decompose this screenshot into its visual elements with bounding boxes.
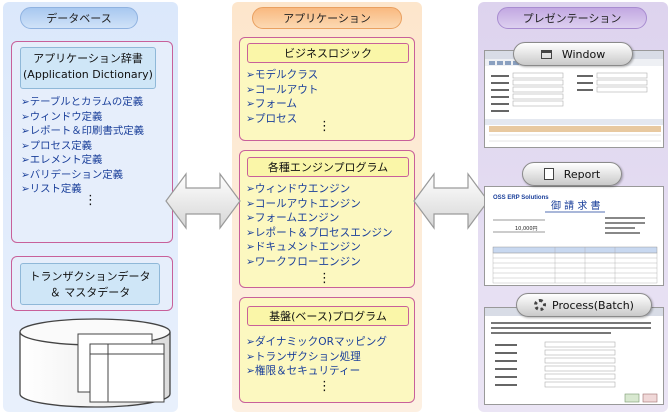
report-amount: 10,000円 <box>515 226 538 232</box>
transaction-data-title: トランザクションデータ ＆ マスタデータ <box>20 263 160 305</box>
app-presentation-double-arrow-icon <box>413 172 489 230</box>
list-item: ➢権限＆セキュリティー <box>246 365 361 378</box>
presentation-header: プレゼンテーション <box>497 7 647 29</box>
engines-title: 各種エンジンプログラム <box>247 157 409 177</box>
engines-more: ⋮ <box>318 271 331 286</box>
list-item: ➢ドキュメントエンジン <box>246 241 361 254</box>
list-item: ➢ウィンドウ定義 <box>21 110 103 123</box>
report-company: OSS ERP Solutions <box>493 195 549 201</box>
application-dictionary-title: アプリケーション辞書 (Application Dictionary) <box>20 47 156 89</box>
report-heading: 御 請 求 書 <box>551 199 601 212</box>
business-logic-list: ➢モデルクラス ➢コールアウト ➢フォーム ➢プロセス <box>246 68 318 126</box>
process-button[interactable]: Process(Batch) <box>516 293 652 317</box>
list-item: ➢モデルクラス <box>246 69 319 81</box>
base-program-title: 基盤(ベース)プログラム <box>247 306 409 326</box>
list-item: ➢プロセス定義 <box>21 139 93 152</box>
process-screenshot <box>484 307 664 405</box>
list-item: ➢エレメント定義 <box>21 154 103 166</box>
list-item: ➢コールアウト <box>246 83 319 96</box>
db-app-double-arrow-icon <box>165 172 241 230</box>
report-button[interactable]: Report <box>522 162 622 186</box>
business-logic-title: ビジネスロジック <box>247 43 409 63</box>
list-item: ➢ワークフローエンジン <box>246 255 361 268</box>
business-logic-more: ⋮ <box>318 119 331 134</box>
database-cylinder-icon <box>19 318 171 408</box>
dictionary-more: ⋮ <box>84 193 97 208</box>
dictionary-title-en: (Application Dictionary) <box>23 68 153 81</box>
transaction-title-line2: ＆ マスタデータ <box>49 286 131 299</box>
base-program-list: ➢ダイナミックORマッピング ➢トランザクション処理 ➢権限＆セキュリティー <box>246 335 387 379</box>
list-item: ➢ダイナミックORマッピング <box>246 336 387 348</box>
list-item: ➢バリデーション定義 <box>21 168 124 181</box>
report-icon <box>543 168 554 180</box>
list-item: ➢リスト定義 <box>21 183 82 195</box>
list-item: ➢プロセス <box>246 112 298 125</box>
list-item: ➢テーブルとカラムの定義 <box>21 96 144 108</box>
list-item: ➢コールアウトエンジン <box>246 197 361 210</box>
base-program-more: ⋮ <box>318 379 331 394</box>
dictionary-title-ja: アプリケーション辞書 <box>33 52 143 65</box>
transaction-title-line1: トランザクションデータ <box>29 270 151 283</box>
engines-list: ➢ウィンドウエンジン ➢コールアウトエンジン ➢フォームエンジン ➢レポート＆プ… <box>246 182 393 270</box>
database-header: データベース <box>20 7 138 29</box>
gear-icon <box>534 299 547 311</box>
dictionary-list: ➢テーブルとカラムの定義 ➢ウィンドウ定義 ➢レポート＆印刷書式定義 ➢プロセス… <box>21 95 144 197</box>
list-item: ➢トランザクション処理 <box>246 350 361 363</box>
list-item: ➢レポート＆プロセスエンジン <box>246 226 393 239</box>
application-header: アプリケーション <box>252 7 402 29</box>
window-button[interactable]: Window <box>513 42 633 66</box>
list-item: ➢フォーム <box>246 98 297 111</box>
window-icon <box>540 49 552 59</box>
list-item: ➢レポート＆印刷書式定義 <box>21 125 145 137</box>
report-screenshot: OSS ERP Solutions 御 請 求 書 10,000円 <box>484 186 664 286</box>
list-item: ➢ウィンドウエンジン <box>246 183 351 195</box>
list-item: ➢フォームエンジン <box>246 212 340 225</box>
